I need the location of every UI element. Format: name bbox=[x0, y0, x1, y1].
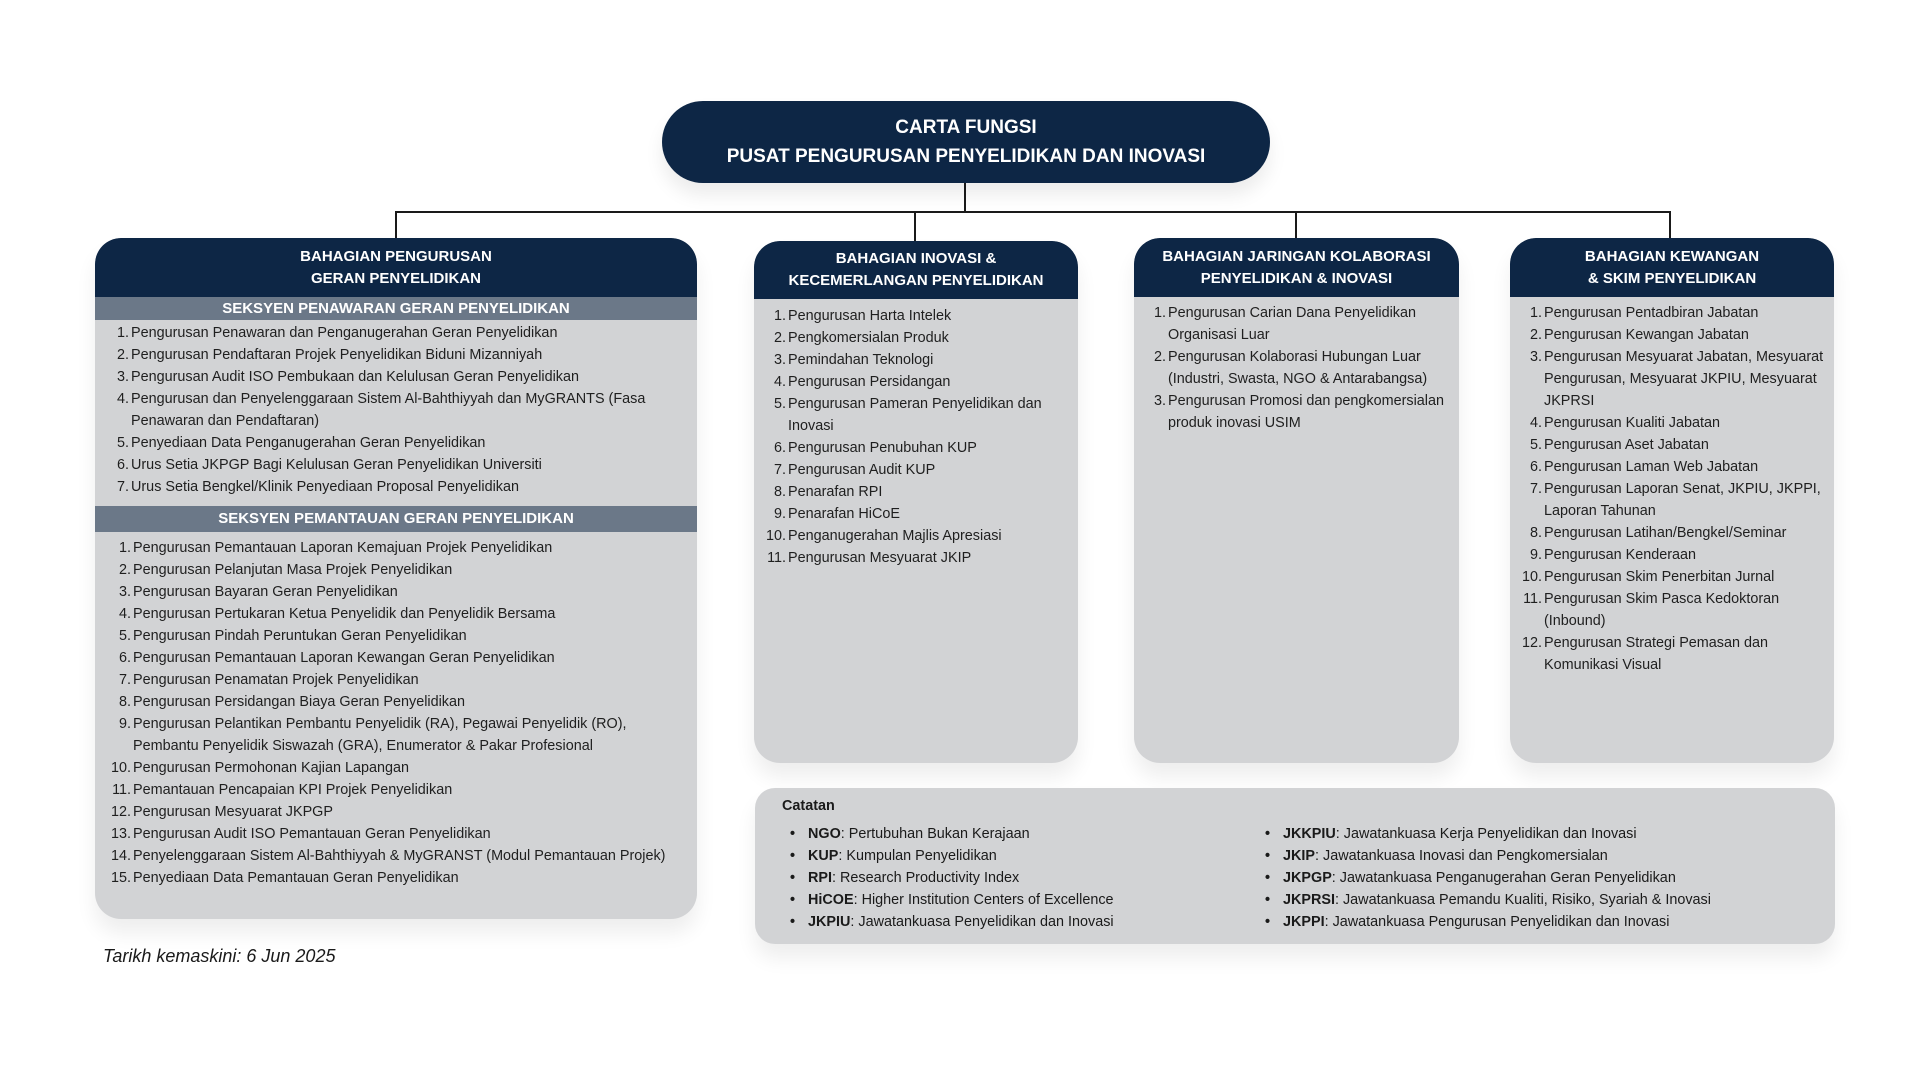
division-jaringan-title-1: BAHAGIAN JARINGAN KOLABORASI bbox=[1162, 247, 1431, 265]
list-item: 2.Pengurusan Pendaftaran Projek Penyelid… bbox=[116, 347, 543, 363]
division-geran: BAHAGIAN PENGURUSAN GERAN PENYELIDIKAN S… bbox=[95, 238, 697, 919]
division-jaringan-header: BAHAGIAN JARINGAN KOLABORASI PENYELIDIKA… bbox=[1134, 238, 1459, 297]
list-item: 5.Pengurusan Pindah Peruntukan Geran Pen… bbox=[118, 628, 467, 644]
chart-title-line2: PUSAT PENGURUSAN PENYELIDIKAN DAN INOVAS… bbox=[726, 146, 1206, 167]
note-item: HiCOE: Higher Institution Centers of Exc… bbox=[790, 889, 1114, 911]
list-item: 8.Pengurusan Latihan/Bengkel/Seminar bbox=[1529, 525, 1787, 541]
list-item: 9.Pengurusan Kenderaan bbox=[1529, 547, 1697, 563]
list-item: 11.Pengurusan Mesyuarat JKIP bbox=[767, 550, 972, 566]
list-item: 1.Pengurusan Penawaran dan Penganugeraha… bbox=[116, 325, 558, 341]
list-item: 3.Pemindahan Teknologi bbox=[773, 352, 934, 368]
note-item: KUP: Kumpulan Penyelidikan bbox=[790, 845, 1114, 867]
division-geran-title-1: BAHAGIAN PENGURUSAN bbox=[300, 247, 492, 265]
list-item: 1.Pengurusan Carian Dana Penyelidikan Or… bbox=[1153, 305, 1416, 343]
section-penawaran-list: 1.Pengurusan Penawaran dan Penganugeraha… bbox=[95, 320, 697, 498]
list-item: 10.Pengurusan Skim Penerbitan Jurnal bbox=[1521, 569, 1775, 585]
list-item: 12.Pengurusan Mesyuarat JKPGP bbox=[110, 804, 333, 820]
notes-panel: Catatan NGO: Pertubuhan Bukan Kerajaan K… bbox=[755, 788, 1835, 944]
division-jaringan-title-2: PENYELIDIKAN & INOVASI bbox=[1200, 269, 1393, 287]
list-item: 7.Pengurusan Laporan Senat, JKPIU, JKPPI… bbox=[1529, 481, 1821, 519]
list-item: 5.Pengurusan Pameran Penyelidikan dan In… bbox=[773, 396, 1042, 434]
list-item: 3.Pengurusan Promosi dan pengkomersialan… bbox=[1153, 393, 1444, 431]
list-item: 7.Pengurusan Penamatan Projek Penyelidik… bbox=[118, 672, 419, 688]
list-item: 6.Pengurusan Penubuhan KUP bbox=[773, 440, 977, 456]
note-item: JKPPI: Jawatankuasa Pengurusan Penyelidi… bbox=[1265, 911, 1711, 933]
list-item: 13.Pengurusan Audit ISO Pemantauan Geran… bbox=[110, 826, 491, 842]
division-kewangan-header: BAHAGIAN KEWANGAN & SKIM PENYELIDIKAN bbox=[1510, 238, 1834, 297]
list-item: 3.Pengurusan Bayaran Geran Penyelidikan bbox=[118, 584, 398, 600]
list-item: 10.Penganugerahan Majlis Apresiasi bbox=[766, 528, 1002, 544]
list-item: 15.Penyediaan Data Pemantauan Geran Peny… bbox=[110, 870, 459, 886]
division-kewangan-title-2: & SKIM PENYELIDIKAN bbox=[1587, 269, 1757, 287]
division-kewangan-list: 1.Pengurusan Pentadbiran Jabatan 2.Pengu… bbox=[1510, 297, 1834, 676]
division-inovasi-header: BAHAGIAN INOVASI & KECEMERLANGAN PENYELI… bbox=[754, 241, 1078, 299]
note-item: JKKPIU: Jawatankuasa Kerja Penyelidikan … bbox=[1265, 823, 1711, 845]
list-item: 6.Pengurusan Pemantauan Laporan Kewangan… bbox=[118, 650, 555, 666]
list-item: 5.Pengurusan Aset Jabatan bbox=[1529, 437, 1709, 453]
division-jaringan: BAHAGIAN JARINGAN KOLABORASI PENYELIDIKA… bbox=[1134, 238, 1459, 763]
note-item: RPI: Research Productivity Index bbox=[790, 867, 1114, 889]
list-item: 14.Penyelenggaraan Sistem Al-Bahthiyyah … bbox=[110, 848, 666, 864]
division-geran-header: BAHAGIAN PENGURUSAN GERAN PENYELIDIKAN bbox=[95, 238, 697, 297]
list-item: 1.Pengurusan Pemantauan Laporan Kemajuan… bbox=[118, 540, 553, 556]
list-item: 8.Penarafan RPI bbox=[773, 484, 883, 500]
section-pemantauan-list: 1.Pengurusan Pemantauan Laporan Kemajuan… bbox=[95, 532, 697, 889]
list-item: 4.Pengurusan Pertukaran Ketua Penyelidik… bbox=[118, 606, 556, 622]
division-inovasi-title-2: KECEMERLANGAN PENYELIDIKAN bbox=[788, 272, 1044, 289]
list-item: 3.Pengurusan Audit ISO Pembukaan dan Kel… bbox=[116, 369, 580, 385]
list-item: 6.Pengurusan Laman Web Jabatan bbox=[1529, 459, 1759, 475]
division-inovasi: BAHAGIAN INOVASI & KECEMERLANGAN PENYELI… bbox=[754, 241, 1078, 763]
list-item: 7.Urus Setia Bengkel/Klinik Penyediaan P… bbox=[116, 479, 519, 495]
notes-left-list: NGO: Pertubuhan Bukan Kerajaan KUP: Kump… bbox=[790, 823, 1114, 933]
list-item: 1.Pengurusan Harta Intelek bbox=[773, 308, 952, 324]
division-kewangan: BAHAGIAN KEWANGAN & SKIM PENYELIDIKAN 1.… bbox=[1510, 238, 1834, 763]
list-item: 11.Pemantauan Pencapaian KPI Projek Peny… bbox=[112, 782, 453, 798]
note-item: JKPGP: Jawatankuasa Penganugerahan Geran… bbox=[1265, 867, 1711, 889]
notes-right-list: JKKPIU: Jawatankuasa Kerja Penyelidikan … bbox=[1265, 823, 1711, 933]
note-item: JKPRSI: Jawatankuasa Pemandu Kualiti, Ri… bbox=[1265, 889, 1711, 911]
list-item: 2.Pengkomersialan Produk bbox=[773, 330, 949, 346]
list-item: 2.Pengurusan Kolaborasi Hubungan Luar (I… bbox=[1153, 349, 1428, 387]
note-item: JKIP: Jawatankuasa Inovasi dan Pengkomer… bbox=[1265, 845, 1711, 867]
list-item: 9.Pengurusan Pelantikan Pembantu Penyeli… bbox=[118, 716, 627, 754]
updated-date: Tarikh kemaskini: 6 Jun 2025 bbox=[103, 946, 336, 966]
list-item: 2.Pengurusan Pelanjutan Masa Projek Peny… bbox=[118, 562, 453, 578]
notes-title: Catatan bbox=[782, 798, 835, 814]
list-item: 8.Pengurusan Persidangan Biaya Geran Pen… bbox=[118, 694, 466, 710]
list-item: 1.Pengurusan Pentadbiran Jabatan bbox=[1529, 305, 1759, 321]
list-item: 6.Urus Setia JKPGP Bagi Kelulusan Geran … bbox=[116, 457, 542, 473]
list-item: 3.Pengurusan Mesyuarat Jabatan, Mesyuara… bbox=[1529, 349, 1824, 409]
section-penawaran-header: SEKSYEN PENAWARAN GERAN PENYELIDIKAN bbox=[95, 297, 697, 320]
list-item: 5.Penyediaan Data Penganugerahan Geran P… bbox=[116, 435, 486, 451]
list-item: 4.Pengurusan dan Penyelenggaraan Sistem … bbox=[116, 391, 646, 429]
list-item: 12.Pengurusan Strategi Pemasan dan Komun… bbox=[1521, 635, 1769, 673]
note-item: NGO: Pertubuhan Bukan Kerajaan bbox=[790, 823, 1114, 845]
list-item: 9.Penarafan HiCoE bbox=[773, 506, 900, 522]
division-geran-title-2: GERAN PENYELIDIKAN bbox=[310, 269, 482, 287]
list-item: 7.Pengurusan Audit KUP bbox=[773, 462, 936, 478]
list-item: 11.Pengurusan Skim Pasca Kedoktoran (Inb… bbox=[1523, 591, 1780, 629]
chart-title: CARTA FUNGSI PUSAT PENGURUSAN PENYELIDIK… bbox=[662, 101, 1270, 183]
note-item: JKPIU: Jawatankuasa Penyelidikan dan Ino… bbox=[790, 911, 1114, 933]
list-item: 2.Pengurusan Kewangan Jabatan bbox=[1529, 327, 1749, 343]
list-item: 10.Pengurusan Permohonan Kajian Lapangan bbox=[110, 760, 410, 776]
division-inovasi-list: 1.Pengurusan Harta Intelek 2.Pengkomersi… bbox=[754, 299, 1078, 569]
list-item: 4.Pengurusan Persidangan bbox=[773, 374, 951, 390]
section-pemantauan-header: SEKSYEN PEMANTAUAN GERAN PENYELIDIKAN bbox=[95, 506, 697, 532]
division-inovasi-title-1: BAHAGIAN INOVASI & bbox=[835, 250, 997, 267]
chart-title-line1: CARTA FUNGSI bbox=[895, 117, 1037, 138]
division-jaringan-list: 1.Pengurusan Carian Dana Penyelidikan Or… bbox=[1134, 297, 1459, 434]
list-item: 4.Pengurusan Kualiti Jabatan bbox=[1529, 415, 1721, 431]
division-kewangan-title-1: BAHAGIAN KEWANGAN bbox=[1584, 247, 1760, 265]
